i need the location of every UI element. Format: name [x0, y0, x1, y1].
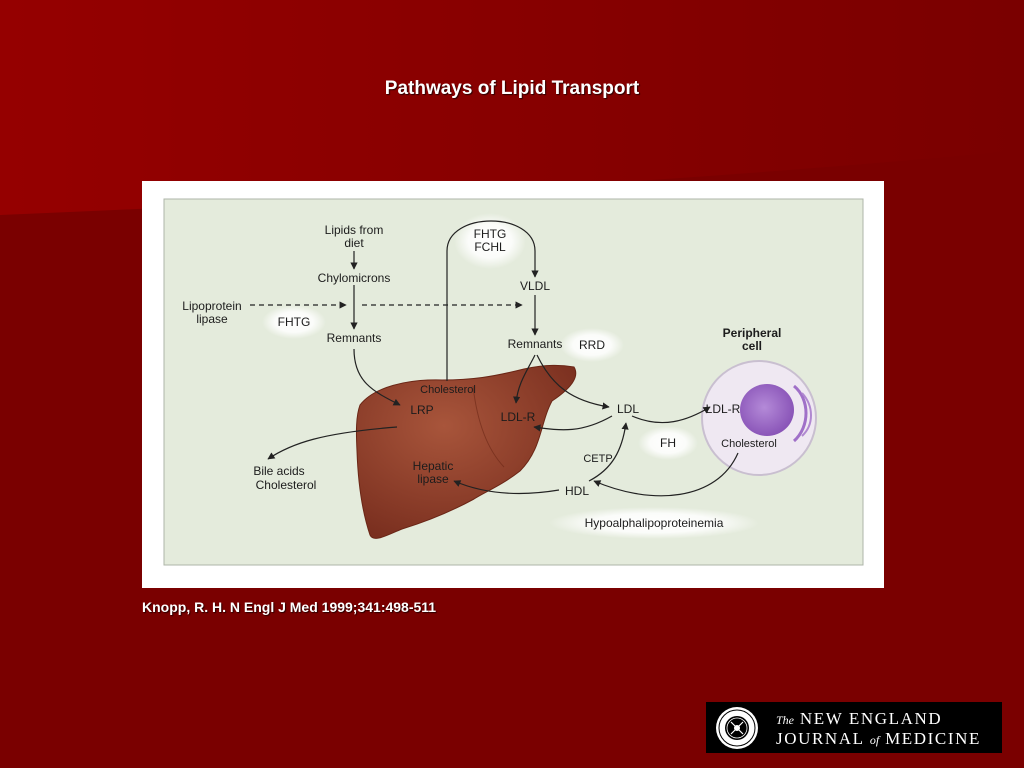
- label-chylomicrons: Chylomicrons: [318, 271, 391, 285]
- glow-rrd: [560, 328, 624, 362]
- liver-shape: [355, 364, 577, 539]
- arrow-remnants-to-lrp: [353, 348, 401, 406]
- label-cholesterol-cell: Cholesterol: [721, 438, 777, 450]
- label-ldl: LDL: [617, 402, 639, 416]
- label-fh: FH: [660, 436, 676, 450]
- arrow-liver-to-vldl: [446, 220, 539, 381]
- figure-frame: Lipids from diet Chylomicrons Lipoprotei…: [142, 181, 884, 588]
- label-hepatic: Hepatic: [413, 459, 454, 473]
- logo-line-2: JOURNAL of MEDICINE: [776, 729, 981, 749]
- glow-fhtg-left: [262, 305, 326, 339]
- logo-journal: JOURNAL: [776, 729, 865, 748]
- logo-medicine: MEDICINE: [885, 729, 981, 748]
- label-ldl-r-liver: LDL-R: [501, 410, 536, 424]
- glow-fh: [638, 426, 698, 460]
- arrow-ldl-to-cell: [631, 406, 711, 424]
- label-lipoprotein: Lipoprotein: [182, 299, 241, 313]
- label-hepatic-lipase: lipase: [417, 472, 449, 486]
- label-vldl: VLDL: [520, 279, 550, 293]
- arrow-hdl-to-hepatic: [453, 480, 560, 495]
- cell-organelle: [792, 384, 808, 443]
- label-diet: diet: [344, 236, 364, 250]
- logo-line-1: The NEW ENGLAND: [776, 709, 942, 729]
- slide-title: Pathways of Lipid Transport: [384, 78, 640, 99]
- label-remnants-left: Remnants: [327, 331, 382, 345]
- label-cell: cell: [742, 339, 762, 353]
- arrow-hdl-cetp-ldl: [588, 422, 629, 482]
- nejm-logo: The NEW ENGLAND JOURNAL of MEDICINE: [706, 702, 1002, 753]
- arrow-remnants-to-ldlr: [513, 354, 536, 404]
- arrow-remnants-to-ldl: [536, 354, 610, 410]
- cell-organelle-2: [801, 392, 812, 437]
- label-fchl: FCHL: [474, 240, 506, 254]
- citation: Knopp, R. H. N Engl J Med 1999;341:498-5…: [142, 599, 437, 615]
- liver-lobe-line: [472, 385, 505, 468]
- label-fhtg-left: FHTG: [278, 315, 311, 329]
- arrow-cell-to-hdl: [593, 452, 739, 497]
- label-peripheral: Peripheral: [723, 326, 782, 340]
- label-cetp: CETP: [583, 453, 612, 465]
- label-rrd: RRD: [579, 338, 605, 352]
- label-lipids-from: Lipids from: [325, 223, 384, 237]
- logo-new-england: NEW ENGLAND: [799, 709, 943, 728]
- glow-fhtg-top: [454, 213, 526, 269]
- label-hypoalpha: Hypoalphalipoproteinemia: [585, 516, 724, 530]
- label-lipase: lipase: [196, 312, 228, 326]
- seal-icon: [716, 707, 758, 749]
- logo-the: The: [776, 713, 794, 727]
- cell-nucleus: [740, 384, 794, 436]
- label-cholesterol-liver: Cholesterol: [420, 384, 476, 396]
- logo-of: of: [869, 733, 880, 747]
- lipid-transport-diagram: Lipids from diet Chylomicrons Lipoprotei…: [163, 198, 864, 566]
- label-remnants-right: Remnants: [508, 337, 563, 351]
- label-ldl-r-cell: LDL-R: [706, 402, 741, 416]
- label-fhtg-top: FHTG: [474, 227, 507, 241]
- glow-hypoalpha: [549, 507, 759, 539]
- label-bile-acids: Bile acids: [253, 464, 304, 478]
- label-lrp: LRP: [410, 403, 433, 417]
- arrow-ldl-to-ldlr: [533, 415, 613, 432]
- label-cholesterol-bile: Cholesterol: [256, 478, 317, 492]
- arrow-liver-to-bile: [267, 426, 398, 460]
- label-hdl: HDL: [565, 484, 589, 498]
